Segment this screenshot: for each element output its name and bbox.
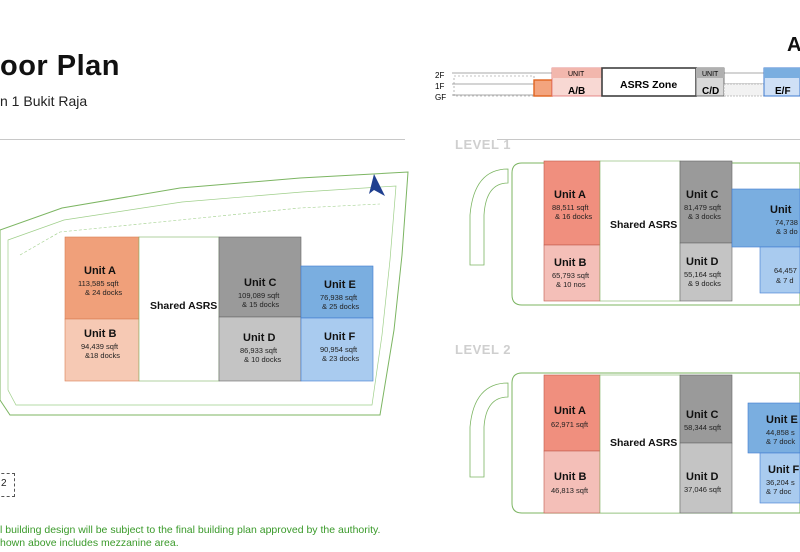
l1-unit-e-area: 74,738 (775, 218, 798, 227)
l2-unit-c (679, 374, 733, 444)
site-unit-d-docks: & 10 docks (244, 355, 281, 364)
l1-unit-d-name: Unit D (686, 256, 718, 268)
site-asrs-label: Shared ASRS (150, 300, 217, 312)
section-zone-ef: E/F (775, 86, 791, 97)
l2-unit-a (543, 374, 601, 452)
header-divider-right (497, 139, 800, 140)
l2-unit-e-name: Unit E (766, 414, 798, 426)
l1-unit-b-docks: & 10 nos (556, 280, 586, 289)
l2-unit-c-area: 58,344 sqft (684, 423, 722, 432)
site-unit-f-name: Unit F (324, 331, 355, 343)
site-unit-a (64, 236, 140, 320)
l1-unit-d-docks: & 9 docks (688, 279, 721, 288)
l1-unit-f-docks: & 7 d (776, 276, 794, 285)
site-plan: Unit A 113,585 sqft & 24 docks Unit B 94… (0, 171, 409, 416)
floor-label-gf: GF (435, 93, 446, 102)
l1-unit-e (731, 188, 800, 248)
l2-unit-e (747, 402, 800, 454)
l2-unit-c-name: Unit C (686, 409, 718, 421)
l2-unit-f (759, 452, 800, 504)
footnote-1: l building design will be subject to the… (0, 524, 381, 536)
site-unit-b-area: 94,439 sqft (81, 342, 119, 351)
site-unit-a-area: 113,585 sqft (78, 279, 120, 288)
site-unit-c-name: Unit C (244, 277, 276, 289)
l1-unit-c-docks: & 3 docks (688, 212, 721, 221)
site-unit-f-docks: & 23 docks (322, 354, 359, 363)
l2-unit-f-area: 36,204 s (766, 478, 795, 487)
section-zone-asrs: ASRS Zone (620, 79, 677, 91)
north-arrow-icon (369, 174, 385, 196)
floor-label-2f: 2F (435, 71, 444, 80)
l2-unit-b-name: Unit B (554, 471, 586, 483)
l2-unit-f-docks: & 7 doc (766, 487, 792, 496)
site-unit-c-docks: & 15 docks (242, 300, 279, 309)
l1-shared-asrs (599, 160, 681, 302)
section-zone-cd: C/D (702, 86, 719, 97)
l1-unit-c (679, 160, 733, 244)
l1-unit-b-area: 65,793 sqft (552, 271, 590, 280)
l1-unit-a-name: Unit A (554, 189, 586, 201)
section-zone-ab: A/B (568, 86, 585, 97)
header-divider-left (0, 139, 405, 140)
l2-unit-d (679, 442, 733, 514)
l1-unit-e-docks: & 3 do (776, 227, 798, 236)
level-1-label: LEVEL 1 (455, 137, 512, 152)
l1-unit-a-docks: & 16 docks (555, 212, 592, 221)
site-unit-d-area: 86,933 sqft (240, 346, 278, 355)
site-unit-e-name: Unit E (324, 279, 356, 291)
l2-unit-d-area: 37,046 sqft (684, 485, 722, 494)
site-unit-f-area: 90,954 sqft (320, 345, 358, 354)
l2-unit-e-area: 44,858 s (766, 428, 795, 437)
l1-unit-f (759, 246, 800, 294)
site-unit-b-docks: &18 docks (85, 351, 120, 360)
site-unit-e (300, 265, 374, 319)
site-unit-b-name: Unit B (84, 328, 116, 340)
section-unit-label-2: UNIT (702, 71, 719, 78)
site-unit-c (218, 236, 302, 318)
l1-unit-b (543, 244, 601, 302)
l2-unit-e-docks: & 7 dock (766, 437, 795, 446)
l2-unit-a-name: Unit A (554, 405, 586, 417)
site-unit-c-area: 109,089 sqft (238, 291, 280, 300)
site-shared-asrs (138, 236, 220, 382)
l1-unit-d (679, 242, 733, 302)
l1-unit-c-name: Unit C (686, 189, 718, 201)
l1-unit-a-area: 88,511 sqft (552, 203, 589, 212)
l1-unit-f-area: 64,457 (774, 266, 797, 275)
site-unit-a-docks: & 24 docks (85, 288, 122, 297)
legend-box: 2 (0, 473, 15, 497)
l1-asrs-label: Shared ASRS (610, 219, 677, 231)
l2-unit-b (543, 450, 601, 514)
level-2-plan: Unit A 62,971 sqft Unit B 46,813 sqft Sh… (469, 372, 800, 514)
page-title: oor Plan (0, 50, 121, 82)
l1-unit-d-area: 55,164 sqft (684, 270, 722, 279)
building-section-diagram: 2F 1F GF UNIT A/B ASRS Zone UNIT C/D E/F (435, 67, 800, 102)
l2-unit-d-name: Unit D (686, 471, 718, 483)
l1-unit-a (543, 160, 601, 246)
footnote-2: hown above includes mezzanine area. (0, 537, 179, 549)
site-unit-d (218, 316, 302, 382)
footnotes: l building design will be subject to the… (0, 524, 380, 550)
corner-letter: A (787, 34, 800, 56)
site-unit-f (300, 317, 374, 382)
l2-unit-a-area: 62,971 sqft (551, 420, 589, 429)
l2-shared-asrs (599, 374, 681, 514)
level-1-plan: Unit A 88,511 sqft & 16 docks Unit B 65,… (469, 160, 800, 306)
section-unit-label-1: UNIT (568, 71, 585, 78)
l2-asrs-label: Shared ASRS (610, 437, 677, 449)
l1-unit-b-name: Unit B (554, 257, 586, 269)
l1-unit-c-area: 81,479 sqft (684, 203, 722, 212)
l2-unit-b-area: 46,813 sqft (551, 486, 589, 495)
site-unit-e-area: 76,938 sqft (320, 293, 358, 302)
l1-unit-e-name: Unit (770, 204, 792, 216)
legend-char: 2 (1, 478, 7, 489)
site-unit-d-name: Unit D (243, 332, 275, 344)
floor-label-1f: 1F (435, 82, 444, 91)
site-unit-a-name: Unit A (84, 265, 116, 277)
level-2-label: LEVEL 2 (455, 342, 512, 357)
page-subtitle: n 1 Bukit Raja (0, 93, 88, 109)
l2-unit-f-name: Unit F (768, 464, 799, 476)
site-unit-b (64, 318, 140, 382)
site-unit-e-docks: & 25 docks (322, 302, 359, 311)
